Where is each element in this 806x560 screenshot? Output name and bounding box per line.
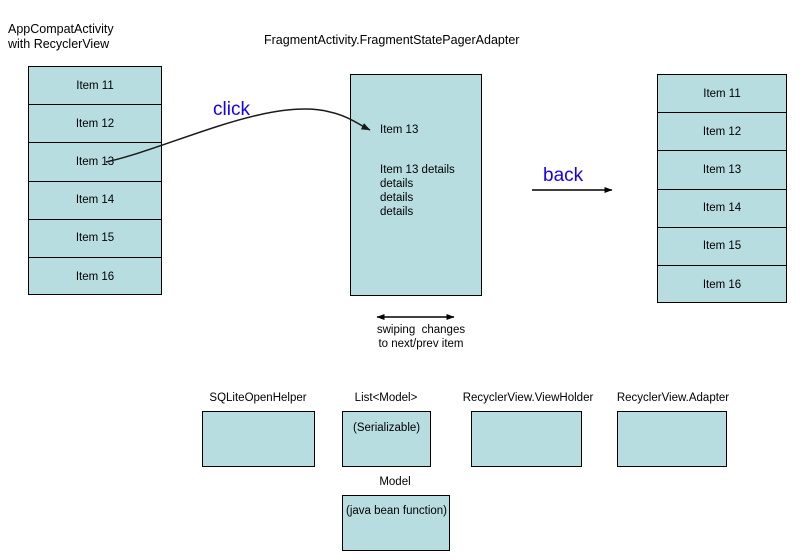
list-item[interactable]: Item 16 (75, 271, 115, 284)
swipe-note: swiping changes to next/prev item (376, 324, 466, 350)
list-item[interactable]: Item 11 (658, 75, 786, 114)
list-item[interactable]: Item 15 (658, 228, 786, 266)
list-item[interactable]: Item 16 (702, 279, 742, 292)
box-inner-list-model: (Serializable) (353, 422, 421, 434)
left-panel-title: AppCompatActivity with RecyclerView (8, 22, 114, 51)
recyclerview-list-right[interactable]: Item 11 Item 12 Item 13 Item 14 Item 15 … (657, 74, 787, 303)
click-label: click (213, 99, 250, 120)
center-panel-title: FragmentActivity.FragmentStatePagerAdapt… (264, 33, 520, 47)
fragment-item-heading: Item 13 (380, 124, 419, 136)
list-item[interactable]: Item 12 (29, 105, 161, 144)
fragment-detail-panel[interactable] (350, 74, 482, 296)
box-sqliteopenhelper[interactable] (202, 411, 315, 467)
box-adapter[interactable] (617, 411, 727, 467)
list-item[interactable]: Item 14 (658, 190, 786, 228)
back-label: back (543, 165, 584, 186)
list-item[interactable]: Item 14 (29, 182, 161, 220)
box-viewholder[interactable] (471, 411, 582, 467)
box-label-adapter: RecyclerView.Adapter (616, 392, 730, 404)
fragment-item-details: Item 13 details details details details (380, 164, 455, 218)
list-item[interactable]: Item 15 (29, 220, 161, 258)
box-label-sqliteopenhelper: SQLiteOpenHelper (209, 392, 307, 404)
box-list-model[interactable] (342, 411, 431, 467)
list-item[interactable]: Item 13 (29, 143, 161, 182)
box-label-viewholder: RecyclerView.ViewHolder (462, 392, 594, 404)
box-label-model: Model (379, 476, 411, 488)
box-model[interactable] (342, 495, 450, 551)
box-label-list-model: List<Model> (354, 392, 418, 404)
box-inner-model: (java bean function) (346, 505, 448, 517)
recyclerview-list-left[interactable]: Item 11 Item 12 Item 13 Item 14 Item 15 … (28, 66, 162, 295)
list-item[interactable]: Item 13 (658, 151, 786, 190)
list-item[interactable]: Item 11 (29, 67, 161, 106)
list-item[interactable]: Item 12 (658, 113, 786, 152)
